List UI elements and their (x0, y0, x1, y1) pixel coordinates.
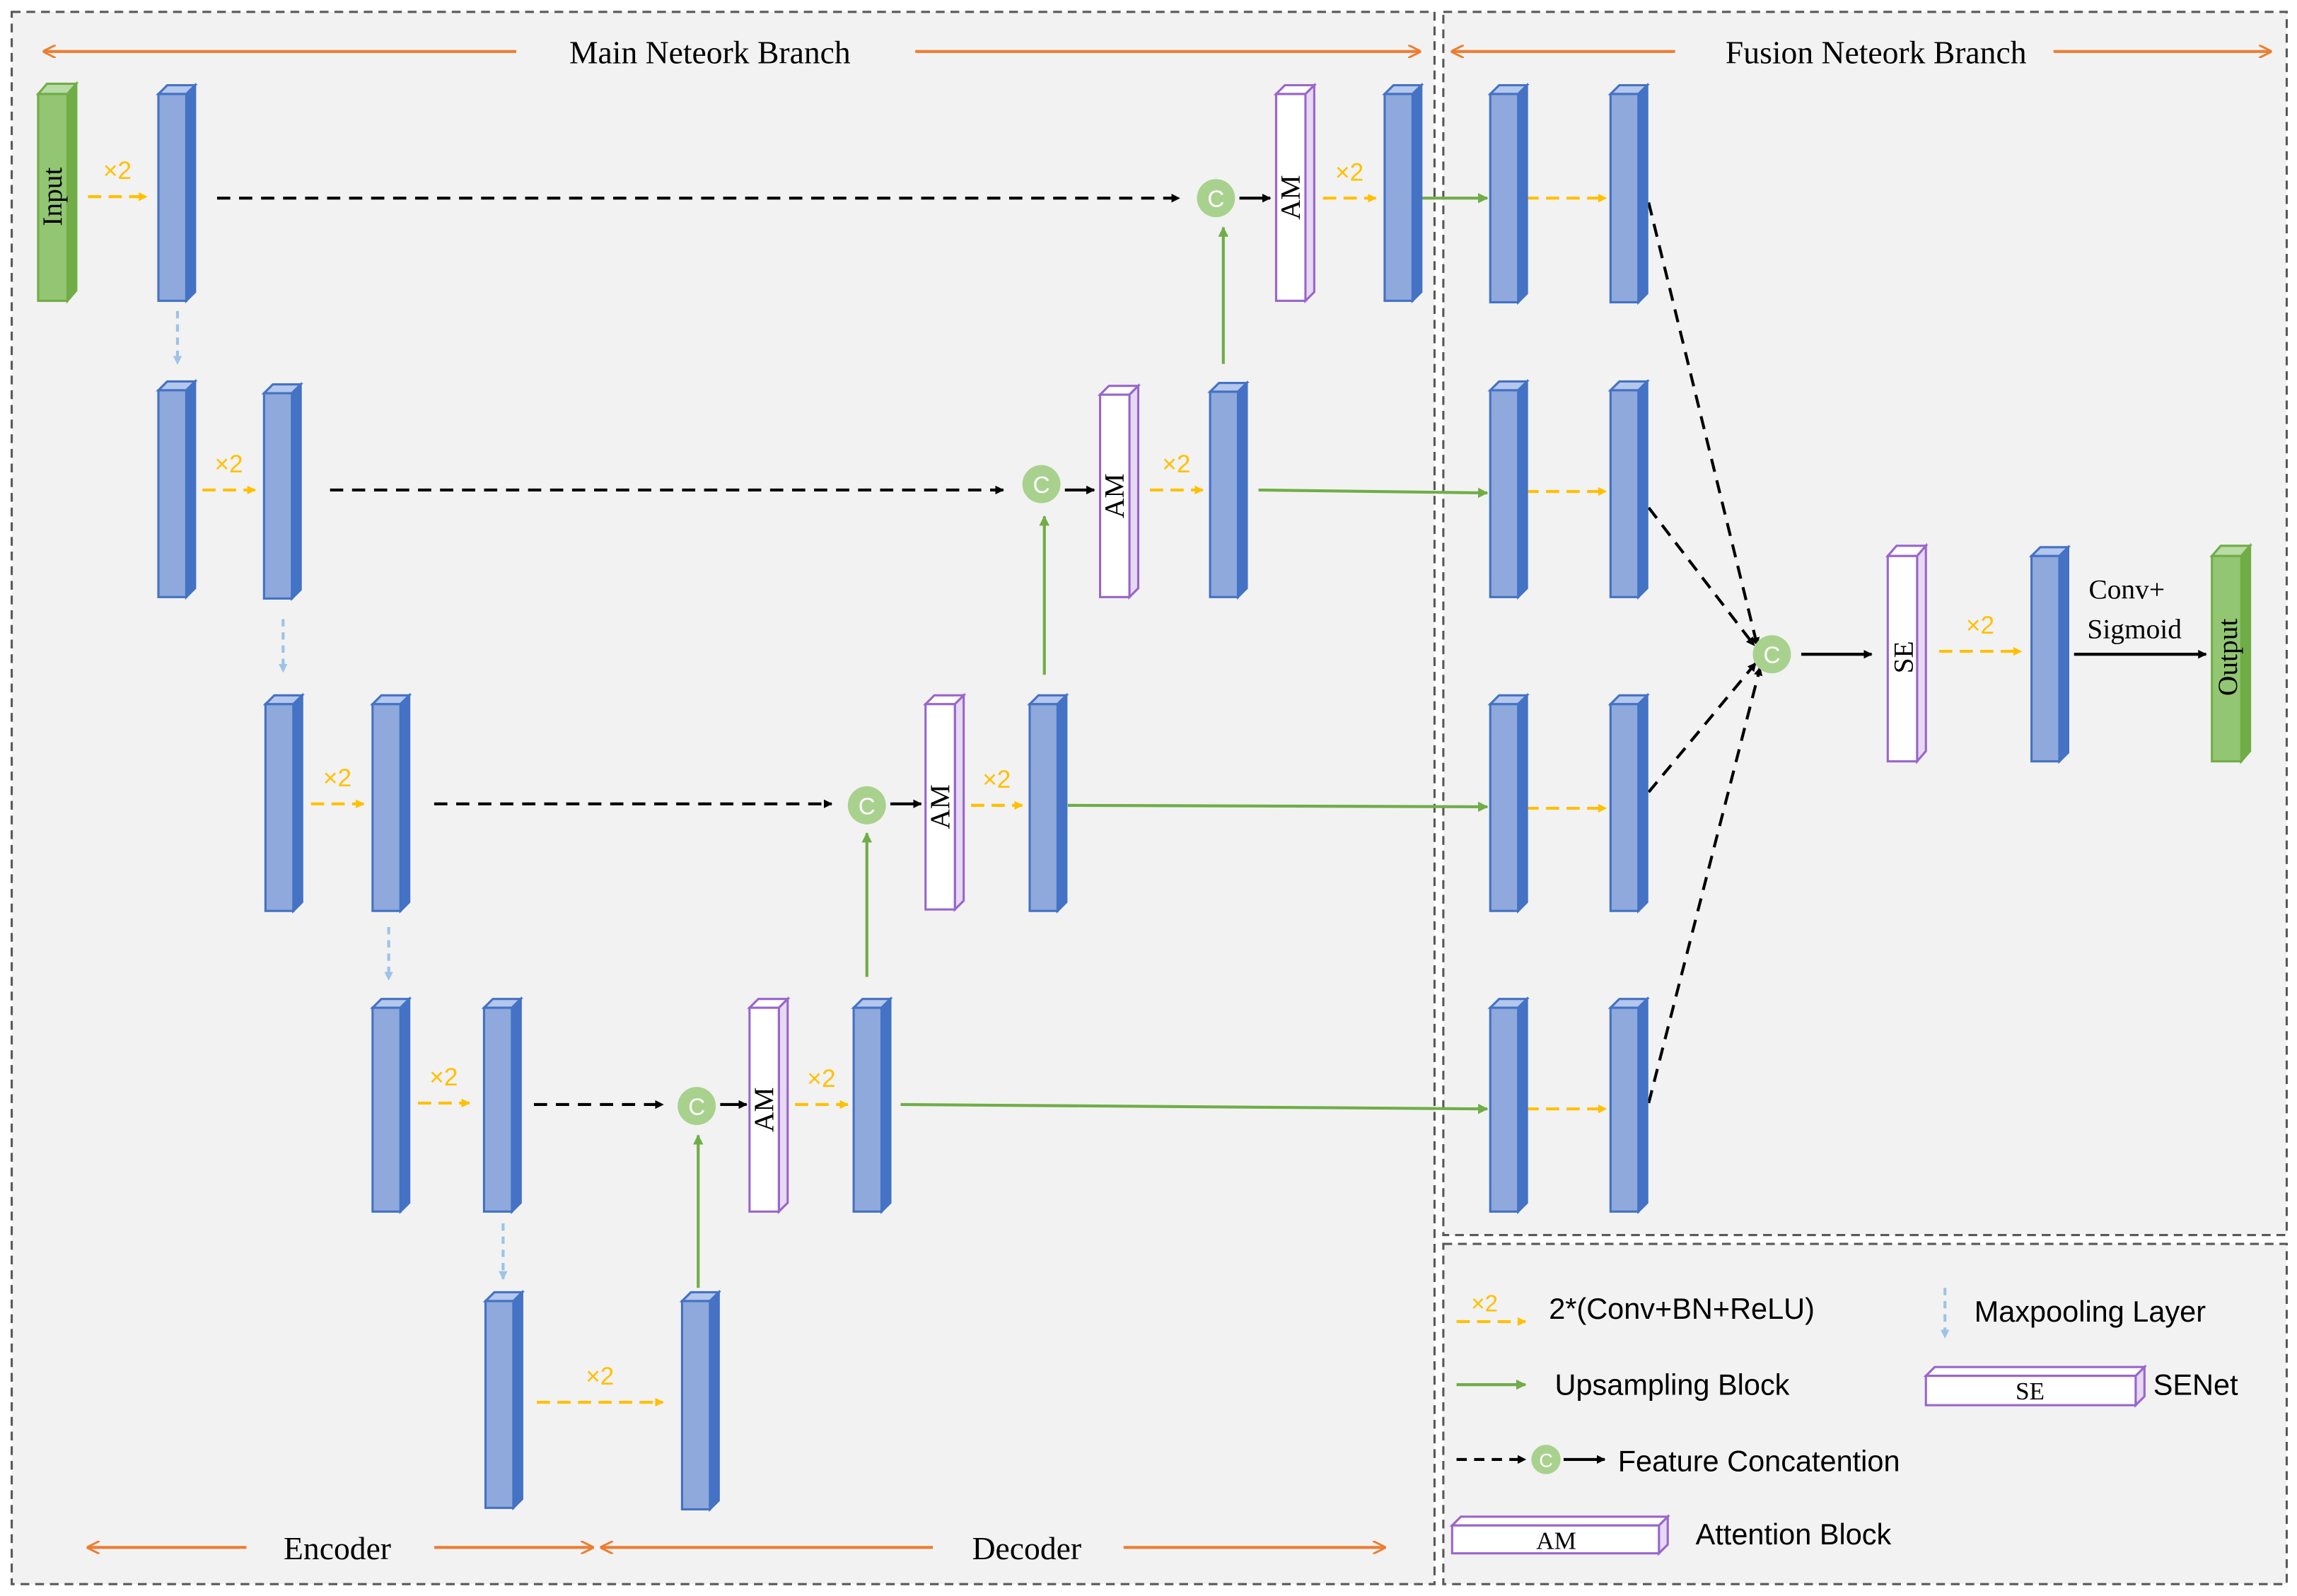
encoder-label: Encoder (284, 1530, 391, 1566)
svg-text:×2: ×2 (323, 764, 351, 792)
legend-se-box: SE (1923, 1364, 2148, 1408)
svg-text:×2: ×2 (807, 1065, 835, 1093)
feature-block (1607, 82, 1650, 305)
legend: ×2 2*(Conv+BN+ReLU) Maxpooling Layer Ups… (1449, 1288, 2238, 1556)
conv-arrow: ×2 (88, 157, 148, 202)
concat-nodes: C C C C C (678, 179, 1791, 1126)
svg-text:×2: ×2 (1335, 158, 1363, 186)
feature-block (1027, 692, 1069, 914)
conv-arrow: ×2 (971, 766, 1023, 810)
maxpooling-arrows (173, 310, 508, 1281)
svg-text:C: C (688, 1095, 705, 1121)
legend-conv-arrow: ×2 (1456, 1291, 1527, 1327)
svg-text:×2: ×2 (214, 450, 243, 478)
concat-node: C (678, 1087, 716, 1126)
feature-block (2028, 544, 2071, 764)
feature-block (1487, 996, 1530, 1215)
svg-text:AM: AM (1536, 1527, 1576, 1554)
feature-block (482, 1289, 525, 1511)
output-conv-label-1: Conv+ (2088, 573, 2165, 605)
feature-block (370, 996, 412, 1215)
svg-text:C: C (1207, 187, 1224, 213)
feature-block (262, 692, 306, 914)
legend-se-label: SENet (2153, 1368, 2238, 1402)
feature-block (1607, 692, 1650, 914)
fusion-branch-frame (1442, 11, 2289, 1237)
svg-text:AM: AM (1099, 473, 1130, 518)
conv-arrow: ×2 (1150, 450, 1204, 495)
conv-arrows: ×2 ×2 ×2 ×2 ×2 ×2 ×2 ×2 ×2 ×2 (88, 157, 2023, 1407)
conv-arrow: ×2 (1938, 612, 2023, 656)
legend-am-box: AM (1449, 1514, 1670, 1556)
feature-block (1487, 692, 1530, 914)
svg-text:SE: SE (2016, 1377, 2045, 1405)
output-conv-label-2: Sigmoid (2087, 613, 2182, 644)
feature-block (679, 1289, 722, 1513)
legend-concat-icon: C (1456, 1445, 1606, 1474)
conv-arrow: ×2 (795, 1065, 849, 1109)
fusion-concat-lines (1647, 202, 1763, 1104)
svg-text:C: C (1033, 472, 1050, 499)
concat-node: C (1197, 179, 1235, 218)
fusion-branch-title: Fusion Neteork Branch (1726, 34, 2027, 70)
concat-node: C (1022, 465, 1061, 503)
se-block: SE (1885, 542, 1929, 764)
svg-text:×2: ×2 (429, 1064, 458, 1091)
feature-block (156, 378, 198, 600)
main-branch-title: Main Neteork Branch (569, 34, 851, 70)
feature-block (1207, 380, 1250, 600)
conv-arrow: ×2 (418, 1064, 470, 1108)
legend-upsample-label: Upsampling Block (1555, 1368, 1790, 1402)
svg-text:×2: ×2 (1966, 612, 1994, 639)
svg-text:C: C (1539, 1450, 1552, 1471)
feature-block (1487, 82, 1530, 305)
main-branch-frame (11, 11, 1436, 1585)
svg-text:AM: AM (924, 784, 955, 829)
conv-arrow: ×2 (1322, 158, 1377, 203)
svg-text:AM: AM (748, 1087, 779, 1131)
feature-block (481, 996, 524, 1215)
svg-text:×2: ×2 (982, 766, 1011, 793)
feature-block (370, 692, 412, 914)
legend-attention-label: Attention Block (1696, 1518, 1892, 1551)
attention-block: AM (747, 996, 791, 1215)
legend-maxpool-label: Maxpooling Layer (1975, 1295, 2206, 1328)
input-block: Input (35, 81, 79, 304)
feature-block (1607, 996, 1650, 1215)
svg-text:C: C (859, 793, 876, 820)
feature-block (1382, 82, 1424, 304)
svg-text:AM: AM (1275, 175, 1306, 219)
svg-text:×2: ×2 (1471, 1291, 1498, 1317)
feature-block (156, 82, 198, 304)
feature-block (1607, 378, 1650, 600)
attention-block: AM (922, 692, 967, 912)
conv-arrow: ×2 (537, 1363, 664, 1407)
decoder-label: Decoder (972, 1530, 1081, 1566)
skip-connections (216, 193, 1180, 1109)
attention-block: AM (1097, 383, 1141, 600)
feature-block (851, 996, 893, 1215)
concat-node: C (847, 786, 886, 825)
upsampling-arrows (693, 192, 1489, 1288)
svg-text:×2: ×2 (1162, 450, 1190, 478)
concat-to-attention-arrows (720, 193, 1272, 1109)
svg-text:×2: ×2 (586, 1363, 614, 1390)
conv-arrow: ×2 (310, 764, 365, 809)
feature-blocks (156, 82, 2071, 1513)
feature-block (1487, 378, 1530, 600)
attention-block: AM (1273, 82, 1318, 304)
feature-block (261, 381, 303, 602)
svg-text:×2: ×2 (103, 157, 132, 185)
svg-text:Input: Input (37, 168, 68, 226)
concat-node: C (1752, 635, 1791, 674)
svg-text:Output: Output (2212, 619, 2243, 696)
attention-blocks: AM AM AM AM (747, 82, 1318, 1215)
legend-conv-label: 2*(Conv+BN+ReLU) (1549, 1292, 1815, 1325)
svg-text:SE: SE (1888, 641, 1919, 673)
output-block: Output (2209, 542, 2253, 764)
legend-concat-label: Feature Concatention (1618, 1444, 1900, 1477)
svg-text:C: C (1763, 643, 1780, 669)
conv-arrow: ×2 (202, 450, 257, 495)
